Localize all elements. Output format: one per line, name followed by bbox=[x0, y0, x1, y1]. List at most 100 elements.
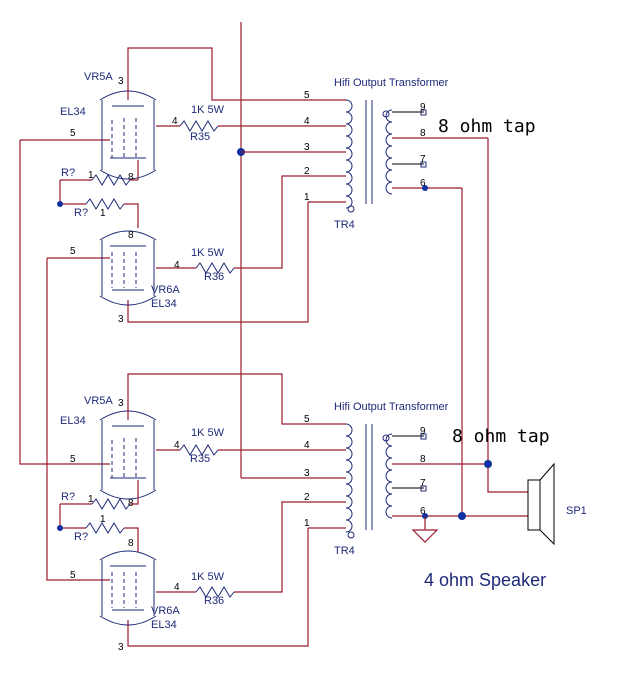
tube-vr6a-top bbox=[99, 230, 157, 306]
tube-ref-label: VR6A bbox=[151, 284, 180, 296]
pin-label: 8 bbox=[420, 454, 426, 465]
grid-feed-wire-left bbox=[19, 140, 110, 465]
resistor-r36-bottom bbox=[195, 586, 235, 598]
resistor-r-unknown bbox=[91, 174, 131, 186]
pin-label: 4 bbox=[172, 116, 178, 127]
speaker-icon bbox=[527, 462, 555, 546]
plate-wire bbox=[127, 202, 309, 323]
tube-type-label: EL34 bbox=[151, 619, 177, 631]
resistor-r-unknown bbox=[91, 498, 131, 510]
grid-feed-wire-inner bbox=[46, 258, 110, 581]
tube-vr5a-top bbox=[99, 90, 157, 180]
pin-label: 3 bbox=[304, 468, 310, 479]
pin-label: 3 bbox=[118, 76, 124, 87]
cathode-wire bbox=[59, 504, 86, 529]
pin-label: 8 bbox=[128, 538, 134, 549]
resistor-value: 1K 5W bbox=[191, 427, 225, 439]
cathode-wire bbox=[124, 203, 139, 228]
pin-label: 7 bbox=[420, 478, 426, 489]
tube-type-label: EL34 bbox=[60, 106, 86, 118]
tap-label: 8 ohm tap bbox=[452, 426, 550, 447]
pin-label: 6 bbox=[420, 178, 426, 189]
resistor-ref: R35 bbox=[190, 453, 210, 465]
pin-label: 5 bbox=[70, 128, 76, 139]
pin-label: 1 bbox=[304, 192, 310, 203]
resistor-ref: R35 bbox=[190, 131, 210, 143]
resistor-r-unknown bbox=[85, 522, 125, 534]
cathode-wire bbox=[130, 480, 139, 505]
resistor-r35-top bbox=[179, 120, 219, 132]
cathode-wire bbox=[124, 527, 139, 552]
pin-label: 4 bbox=[304, 440, 310, 451]
pin-label: 8 bbox=[128, 230, 134, 241]
tube-vr5a-bottom bbox=[99, 410, 157, 500]
pin-label: 4 bbox=[174, 260, 180, 271]
pin-label: 2 bbox=[304, 492, 310, 503]
junction-node bbox=[57, 525, 63, 531]
resistor-value: 1K 5W bbox=[191, 571, 225, 583]
junction-node bbox=[484, 460, 492, 468]
pin-label: 4 bbox=[174, 582, 180, 593]
resistor-value: 1K 5W bbox=[191, 247, 225, 259]
plate-wire bbox=[127, 373, 308, 425]
transformer-ref: TR4 bbox=[334, 219, 355, 231]
pin-label: 8 bbox=[128, 172, 134, 183]
speaker-wire bbox=[487, 138, 528, 493]
tube-type-label: EL34 bbox=[60, 415, 86, 427]
pin-label: 5 bbox=[304, 414, 310, 425]
pin-label: 1 bbox=[88, 494, 94, 505]
resistor-ref: R? bbox=[74, 531, 88, 543]
transformer-title: Hifi Output Transformer bbox=[334, 77, 449, 89]
tube-type-label: EL34 bbox=[151, 298, 177, 310]
resistor-r-unknown bbox=[85, 198, 125, 210]
pin-label: 4 bbox=[174, 440, 180, 451]
junction-node bbox=[422, 185, 428, 191]
screen-wire bbox=[234, 175, 308, 269]
pin-label: 1 bbox=[100, 514, 106, 525]
pin-label: 5 bbox=[70, 454, 76, 465]
pin-label: 3 bbox=[304, 142, 310, 153]
pin-label: 6 bbox=[420, 506, 426, 517]
resistor-ref: R36 bbox=[204, 271, 224, 283]
pin-label: 3 bbox=[118, 398, 124, 409]
tube-vr6a-bottom bbox=[99, 550, 157, 626]
pin-label: 1 bbox=[100, 208, 106, 219]
cathode-wire bbox=[59, 180, 86, 205]
tap-label: 8 ohm tap bbox=[438, 116, 536, 137]
screen-wire bbox=[234, 501, 308, 593]
pin-label: 7 bbox=[420, 154, 426, 165]
resistor-value: 1K 5W bbox=[191, 104, 225, 116]
pin-label: 3 bbox=[118, 642, 124, 653]
resistor-r36-top bbox=[195, 262, 235, 274]
transformer-title: Hifi Output Transformer bbox=[334, 401, 449, 413]
pin-label: 4 bbox=[304, 116, 310, 127]
tube-ref-label: VR5A bbox=[84, 71, 113, 83]
ground-icon bbox=[411, 516, 439, 543]
tube-ref-label: VR5A bbox=[84, 395, 113, 407]
resistor-ref: R? bbox=[61, 491, 75, 503]
pin-label: 3 bbox=[118, 314, 124, 325]
pin-label: 1 bbox=[88, 170, 94, 181]
speaker-ref: SP1 bbox=[566, 505, 587, 517]
resistor-ref: R? bbox=[74, 207, 88, 219]
pin-label: 9 bbox=[420, 102, 426, 113]
pin-label: 5 bbox=[70, 246, 76, 257]
junction-node bbox=[57, 201, 63, 207]
speaker-caption: 4 ohm Speaker bbox=[424, 570, 546, 590]
pin-label: 5 bbox=[70, 570, 76, 581]
plate-wire bbox=[127, 47, 308, 101]
pin-label: 2 bbox=[304, 166, 310, 177]
pin-label: 8 bbox=[420, 128, 426, 139]
resistor-ref: R36 bbox=[204, 595, 224, 607]
resistor-ref: R? bbox=[61, 167, 75, 179]
resistor-r35-bottom bbox=[179, 444, 219, 456]
transformer-ref: TR4 bbox=[334, 545, 355, 557]
pin-label: 5 bbox=[304, 90, 310, 101]
plate-wire bbox=[127, 528, 309, 647]
pin-label: 1 bbox=[304, 518, 310, 529]
junction-node bbox=[458, 512, 466, 520]
tube-ref-label: VR6A bbox=[151, 605, 180, 617]
pin-label: 9 bbox=[420, 426, 426, 437]
